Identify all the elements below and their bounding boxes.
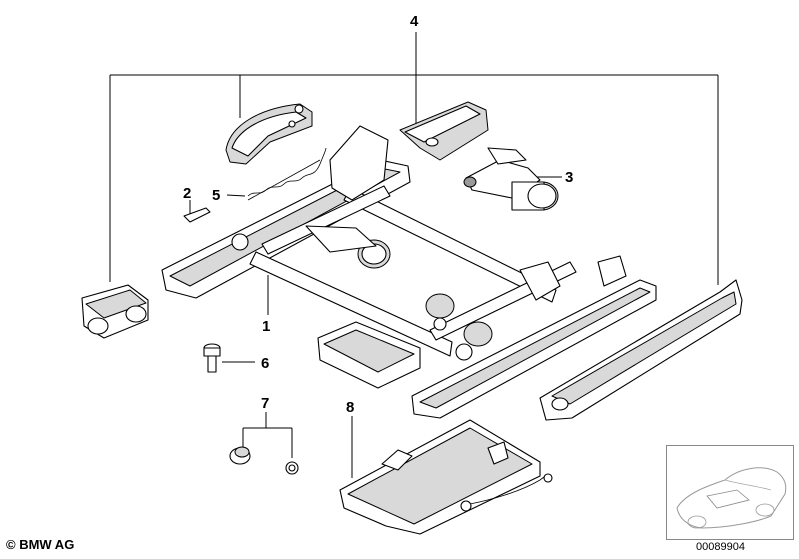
- callout-7: 7: [261, 395, 269, 412]
- callout-3: 3: [565, 169, 573, 186]
- vehicle-thumbnail: [666, 445, 794, 540]
- callout-6: 6: [261, 355, 269, 372]
- bolt: [203, 343, 221, 373]
- trim-cover-with-cable: [339, 419, 553, 535]
- image-id-label: 00089904: [696, 541, 745, 553]
- car-silhouette-icon: [676, 467, 787, 529]
- rail-end-cover: [399, 101, 489, 161]
- callout-labels: 1 2 3 4 5 6 7 8: [183, 13, 573, 416]
- cover-trim-upper: [225, 103, 313, 165]
- callout-4: 4: [410, 13, 419, 30]
- rail-clip-left: [81, 284, 149, 339]
- copyright-label: © BMW AG: [6, 537, 75, 552]
- cap-and-o-ring: [229, 446, 299, 475]
- small-clip: [183, 207, 211, 223]
- callout-5: 5: [212, 187, 220, 204]
- callout-2: 2: [183, 185, 191, 202]
- adjustment-motor: [463, 147, 559, 211]
- tension-spring: [247, 147, 327, 201]
- rail-trim-right: [539, 279, 743, 421]
- callout-1: 1: [262, 318, 270, 335]
- leader-lines: [109, 32, 719, 478]
- callout-8: 8: [346, 399, 354, 416]
- seat-frame-main: [161, 125, 657, 419]
